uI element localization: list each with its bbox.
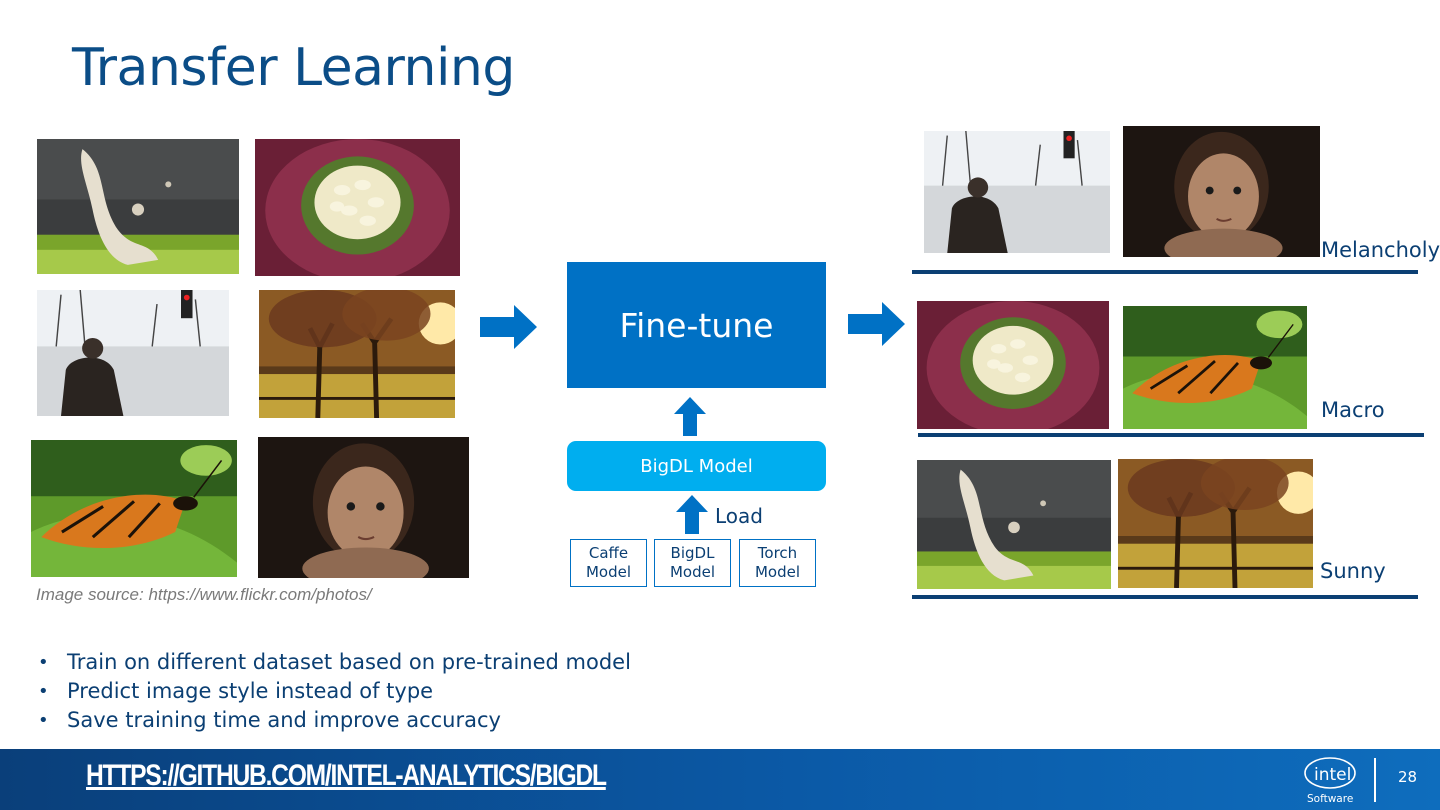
logo-text: intel (1314, 765, 1351, 785)
category-label-macro: Macro (1321, 398, 1385, 422)
category-divider (912, 270, 1418, 274)
street-photo (924, 131, 1110, 253)
splash-photo (37, 139, 239, 274)
slide-title: Transfer Learning (72, 38, 515, 98)
up-arrow-icon (676, 495, 708, 534)
sunset-photo (1118, 459, 1313, 588)
right-arrow-icon (848, 302, 905, 346)
intel-logo-icon: intel Software (1304, 757, 1356, 805)
bigdl-model-label: BigDL Model (640, 455, 753, 477)
child-photo (258, 437, 469, 578)
sunset-photo (259, 290, 455, 418)
model-name: Caffe (588, 544, 629, 562)
finetune-box: Fine-tune (567, 262, 826, 388)
model-name: Torch (757, 544, 798, 562)
street-photo (37, 290, 229, 416)
github-link[interactable]: HTTPS://GITHUB.COM/INTEL-ANALYTICS/BIGDL (86, 759, 607, 792)
butterfly-photo (31, 440, 237, 577)
model-name: BigDL (670, 544, 715, 562)
up-arrow-icon (674, 397, 706, 436)
butterfly-photo (1123, 306, 1307, 429)
child-photo (1123, 126, 1320, 257)
bigdl-model-box: BigDL Model (567, 441, 826, 491)
footer-divider (1374, 758, 1376, 802)
category-divider (912, 595, 1418, 599)
load-label: Load (715, 504, 763, 528)
finetune-label: Fine-tune (619, 305, 774, 345)
bullet-list: Train on different dataset based on pre-… (38, 648, 631, 735)
image-source-caption: Image source: https://www.flickr.com/pho… (36, 585, 372, 604)
right-arrow-icon (480, 305, 537, 349)
footer-bar (0, 749, 1440, 810)
category-label-sunny: Sunny (1320, 559, 1386, 583)
page-number: 28 (1398, 768, 1418, 786)
model-suffix: Model (754, 563, 801, 581)
category-divider (918, 433, 1424, 437)
bullet-item: Predict image style instead of type (38, 677, 631, 706)
model-suffix: Model (585, 563, 632, 581)
bullet-item: Train on different dataset based on pre-… (38, 648, 631, 677)
flower-photo (917, 301, 1109, 429)
logo-subtext: Software (1307, 793, 1353, 805)
flower-photo (255, 139, 460, 276)
model-suffix: Model (669, 563, 716, 581)
bullet-item: Save training time and improve accuracy (38, 706, 631, 735)
category-label-melancholy: Melancholy (1321, 238, 1440, 262)
splash-photo (917, 460, 1111, 589)
